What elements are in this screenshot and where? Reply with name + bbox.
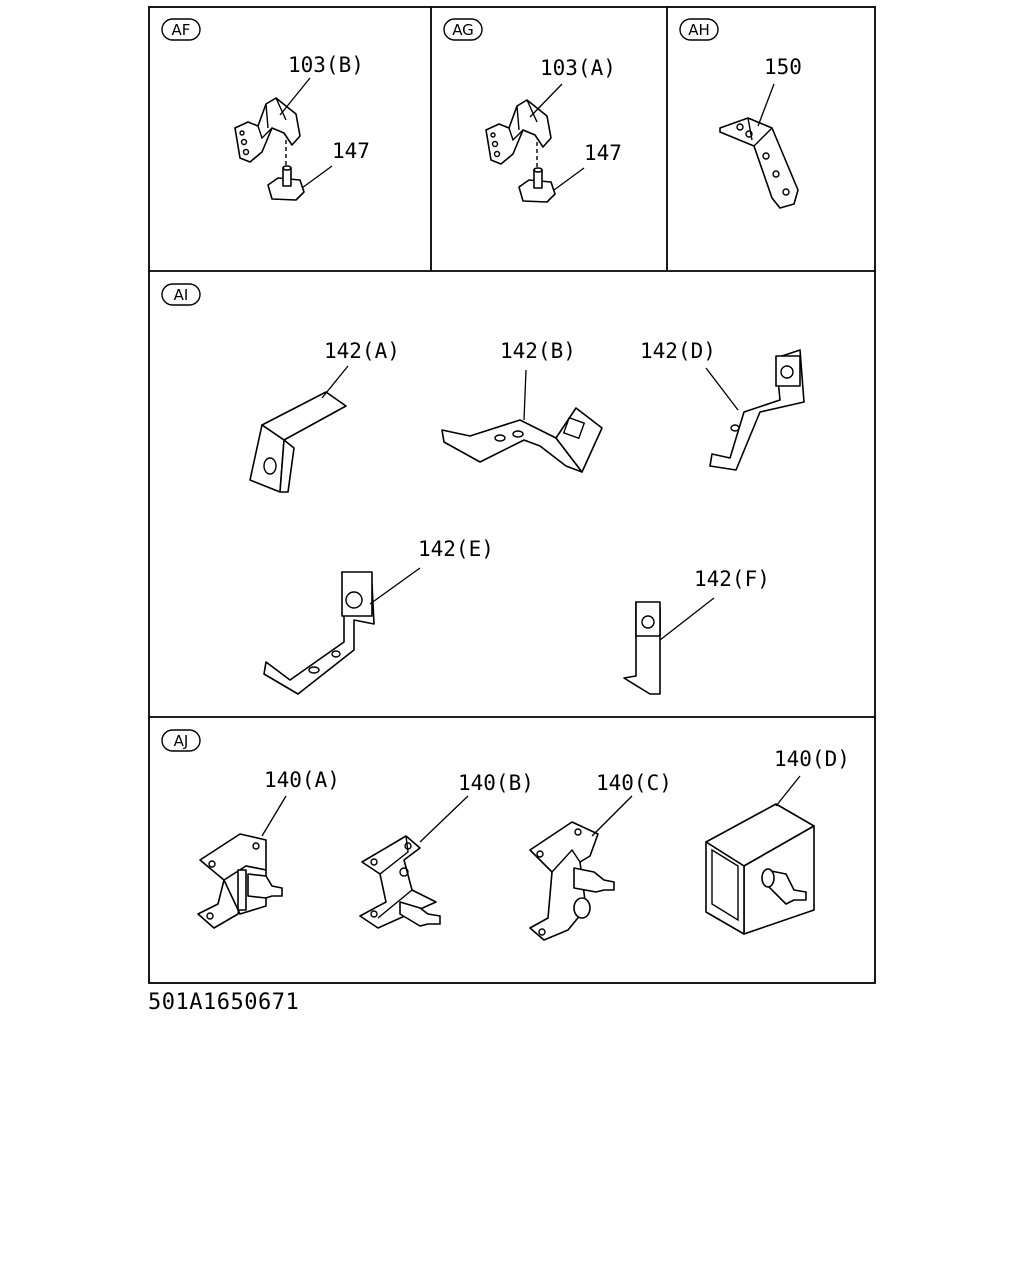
leader-142a <box>321 365 349 399</box>
section-ai: AI 142(A) 142(B) 142(D) <box>161 283 805 695</box>
part-140a-drawing <box>197 833 283 929</box>
part-142d-drawing <box>709 349 805 471</box>
leader-142f <box>659 597 715 641</box>
section-tag-ai: AI <box>174 286 189 304</box>
section-tag-af: AF <box>172 21 191 39</box>
label-140d: 140(D) <box>774 747 850 771</box>
leader-150 <box>757 83 775 127</box>
label-142b: 142(B) <box>500 339 576 363</box>
leader-140b <box>419 795 469 843</box>
part-142f-drawing <box>623 601 661 695</box>
leader-103b <box>279 77 311 116</box>
label-147-ag: 147 <box>584 141 622 165</box>
label-142f: 142(F) <box>694 567 770 591</box>
figure-code: 501A1650671 <box>148 990 300 1015</box>
leader-142b <box>523 369 527 421</box>
part-103a-drawing <box>485 99 556 203</box>
label-140a: 140(A) <box>264 768 340 792</box>
label-142d: 142(D) <box>640 339 716 363</box>
part-103b-drawing <box>234 97 305 201</box>
leader-140c <box>591 795 633 837</box>
label-147-af: 147 <box>332 139 370 163</box>
section-tag-aj: AJ <box>174 732 189 750</box>
part-140b-drawing <box>359 835 441 929</box>
part-142e-drawing <box>263 571 375 695</box>
part-140c-drawing <box>529 821 615 941</box>
leader-103a <box>529 83 563 118</box>
section-tag-ah: AH <box>688 21 710 39</box>
label-103a: 103(A) <box>540 56 616 80</box>
leader-140a <box>261 795 287 837</box>
section-ag: AG 103(A) 147 <box>443 18 622 203</box>
leader-142e <box>369 567 421 605</box>
label-142a: 142(A) <box>324 339 400 363</box>
part-142b-drawing <box>441 407 603 473</box>
part-142a-drawing <box>249 391 347 493</box>
section-tag-aj-oval <box>161 729 201 752</box>
leader-147-ag <box>553 167 585 191</box>
diagram-frame <box>148 6 876 984</box>
section-af: AF 103(B) 147 <box>161 18 370 201</box>
section-tag-ai-oval <box>161 283 201 306</box>
label-150: 150 <box>764 55 802 79</box>
part-140d-drawing <box>705 803 815 935</box>
part-150-drawing <box>719 117 799 209</box>
section-aj: AJ 140(A) 140(B) 140(C) <box>161 729 850 941</box>
leader-147-af <box>301 165 333 189</box>
section-tag-ag-oval <box>443 18 483 41</box>
section-ah: AH 150 <box>679 18 802 209</box>
label-142e: 142(E) <box>418 537 494 561</box>
label-103b: 103(B) <box>288 53 364 77</box>
leader-140d <box>775 775 801 807</box>
section-tag-ah-oval <box>679 18 719 41</box>
label-140b: 140(B) <box>458 771 534 795</box>
leader-142d <box>705 367 739 411</box>
label-140c: 140(C) <box>596 771 672 795</box>
section-tag-ag: AG <box>452 21 474 39</box>
section-tag-af-oval <box>161 18 201 41</box>
